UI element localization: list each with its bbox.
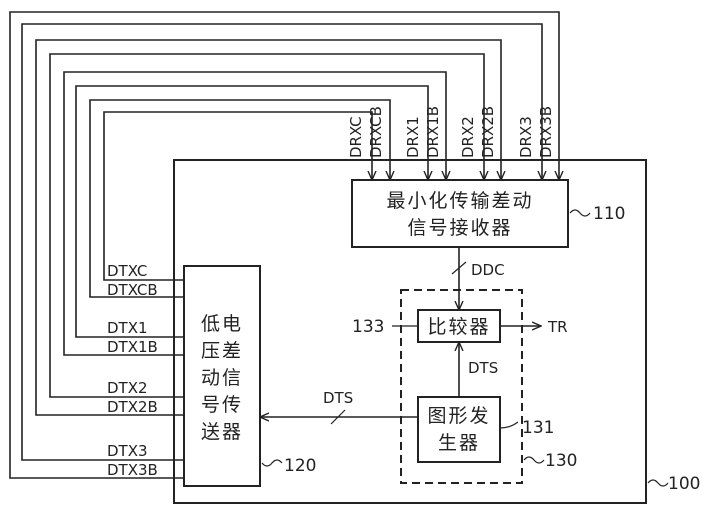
tx-label: DTX1	[107, 319, 148, 337]
rx-label: DRX3	[517, 116, 535, 158]
comparator-label: 比较器	[427, 316, 490, 338]
transmitter-block	[183, 265, 261, 487]
tx-label: DTXC	[107, 262, 147, 280]
rx-label: DRX1B	[424, 106, 442, 158]
transmitter-label-line5: 送器	[201, 421, 243, 443]
loopback-wires	[9, 11, 559, 479]
rx-label: DRX3B	[537, 106, 555, 158]
rx-label: DRXC	[347, 116, 365, 158]
tx-label: DTX2B	[107, 398, 158, 416]
transmitter-label-line4: 号传	[201, 394, 243, 416]
transmitter-label-line1: 低电	[201, 313, 243, 335]
rx-label: DRX2	[459, 116, 477, 158]
tx-labels: DTXC DTXCB DTX1 DTX1B DTX2 DTX2B DTX3 DT…	[107, 262, 158, 479]
ref-leader-100	[647, 479, 669, 487]
ref-leader-110	[569, 209, 591, 217]
rx-labels: DRXC DRXCB DRX1 DRX1B DRX2 DRX2B DRX3 DR…	[347, 106, 555, 158]
tr-label: TR	[547, 318, 568, 336]
tx-label: DTX3	[107, 442, 148, 460]
ref-130: 130	[545, 451, 577, 471]
rx-label: DRX1	[404, 116, 422, 158]
rx-label: DRX2B	[479, 106, 497, 158]
ddc-label: DDC	[471, 261, 505, 279]
ref-leader-120	[261, 459, 283, 467]
dts-bus-slash	[330, 409, 346, 425]
ref-110: 110	[593, 204, 625, 224]
generator-label-line2: 生器	[438, 432, 480, 454]
receiver-block	[351, 179, 569, 248]
tx-label: DTX2	[107, 379, 148, 397]
ref-leader-131	[499, 421, 519, 429]
dts-bus-label: DTS	[323, 389, 353, 407]
generator-label-line1: 图形发	[427, 405, 490, 427]
ddc-bus-slash	[451, 261, 467, 275]
tx-label: DTX3B	[107, 461, 158, 479]
transmitter-label-line2: 压差	[201, 340, 243, 362]
ref-120: 120	[284, 456, 316, 476]
transmitter-label-line3: 动信	[201, 367, 243, 389]
ref-133: 133	[352, 317, 384, 337]
ref-leader-130	[523, 456, 545, 464]
receiver-label-line1: 最小化传输差动	[386, 190, 533, 212]
tx-label: DTXCB	[107, 281, 158, 299]
system-box	[173, 159, 647, 504]
tx-label: DTX1B	[107, 338, 158, 356]
dts-internal-label: DTS	[468, 359, 498, 377]
receiver-label-line2: 信号接收器	[407, 217, 512, 239]
rx-label: DRXCB	[367, 106, 385, 158]
ref-100: 100	[668, 474, 700, 494]
ref-131: 131	[522, 418, 554, 438]
